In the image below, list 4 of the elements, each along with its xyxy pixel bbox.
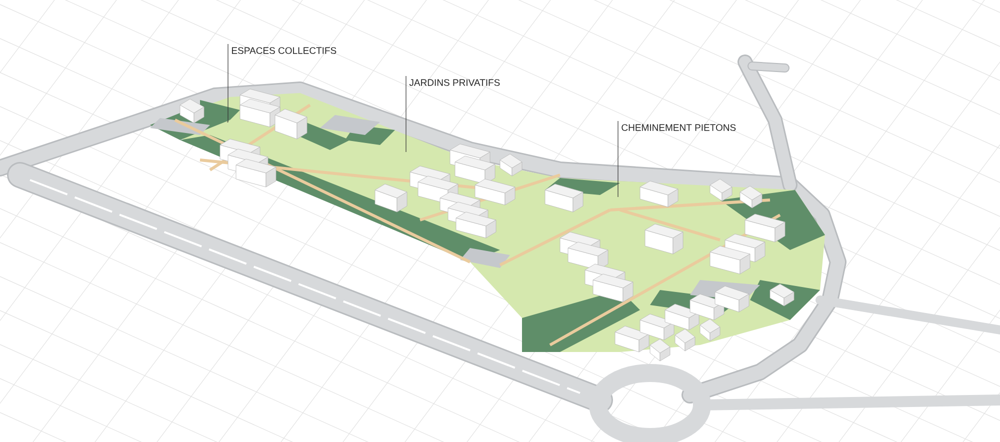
area-label: ESPACES COLLECTIFS <box>232 47 336 54</box>
leader-line <box>226 44 228 122</box>
area-label: JARDINS PRIVATIFS <box>409 79 500 86</box>
area-label: CHEMINEMENT PIETONS <box>622 124 736 131</box>
